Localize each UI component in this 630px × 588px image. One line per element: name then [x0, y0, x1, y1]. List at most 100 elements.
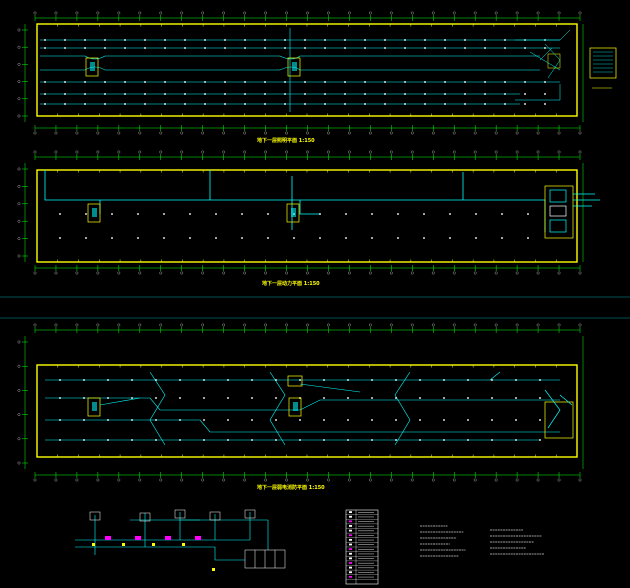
grid-bubble [180, 150, 184, 154]
grid-bubble [306, 271, 309, 275]
grid-bubble [306, 131, 309, 135]
device-symbol [85, 213, 87, 215]
device-symbol [144, 103, 146, 105]
grid-bubble [180, 271, 184, 275]
grid-bubble [17, 237, 21, 240]
grid-bubble [473, 271, 477, 275]
device-symbol [131, 439, 133, 441]
plan-3-panel-mid [287, 375, 303, 387]
device-symbol [83, 379, 85, 381]
grid-bubble [17, 202, 21, 206]
device-symbol [524, 103, 526, 105]
device-symbol [443, 439, 445, 441]
legend-symbol [349, 557, 352, 560]
device-symbol [137, 237, 139, 239]
device-symbol [444, 81, 446, 83]
device-symbol [179, 439, 181, 441]
plan-2-caption: 地下一层动力平面 1:150 [262, 280, 320, 287]
device-symbol [44, 47, 46, 49]
device-symbol [299, 439, 301, 441]
device-symbol [83, 419, 85, 421]
device-symbol [475, 237, 477, 239]
device-symbol [319, 237, 321, 239]
device-symbol [299, 379, 301, 381]
plan-1-dimension-grid [17, 11, 584, 135]
grid-bubble [452, 11, 456, 15]
device-symbol [44, 103, 46, 105]
device-symbol [384, 103, 386, 105]
device-symbol [204, 47, 206, 49]
device-symbol [404, 93, 406, 95]
grid-bubble [431, 323, 435, 327]
grid-bubble [536, 150, 540, 154]
device-symbol [131, 397, 133, 399]
device-symbol [467, 419, 469, 421]
device-symbol [84, 81, 86, 83]
plan-3-caption: 地下一层弱电消防平面 1:150 [257, 484, 325, 491]
device-symbol [184, 39, 186, 41]
device-symbol [84, 47, 86, 49]
device-symbol [244, 39, 246, 41]
device-symbol [264, 81, 266, 83]
device-symbol [284, 47, 286, 49]
device-symbol [244, 47, 246, 49]
grid-bubble [33, 11, 37, 15]
device-symbol [144, 93, 146, 95]
grid-bubble [117, 271, 121, 275]
device-symbol [155, 379, 157, 381]
grid-bubble [54, 478, 58, 482]
grid-bubble [410, 131, 414, 135]
device-symbol [215, 213, 217, 215]
grid-bubble [264, 11, 267, 15]
plan-3-outer-wall [36, 364, 578, 458]
plan-3-shaft-mid [288, 397, 302, 417]
grid-bubble [557, 323, 561, 327]
grid-bubble [138, 323, 142, 327]
grid-bubble [264, 131, 267, 135]
device-symbol [419, 379, 421, 381]
grid-bubble [138, 150, 142, 154]
device-symbol [544, 47, 546, 49]
device-symbol [137, 213, 139, 215]
grid-bubble [369, 150, 372, 154]
grid-bubble [117, 150, 121, 154]
grid-bubble [557, 11, 561, 15]
plan-2-shaft-mid-core [291, 208, 296, 217]
grid-bubble [348, 323, 351, 327]
plan-1-right-stair [515, 29, 571, 101]
device-symbol [424, 93, 426, 95]
device-symbol [344, 93, 346, 95]
device-symbol [164, 93, 166, 95]
device-symbol [371, 419, 373, 421]
grid-bubble [17, 167, 21, 171]
device-symbol [264, 39, 266, 41]
grid-bubble [473, 131, 477, 135]
device-symbol [244, 93, 246, 95]
legend-symbol [349, 543, 352, 546]
grid-bubble [536, 131, 540, 135]
device-symbol [347, 419, 349, 421]
device-symbol [155, 419, 157, 421]
plan-2-dimension-grid [17, 150, 584, 275]
grid-bubble [369, 131, 372, 135]
device-symbol [395, 439, 397, 441]
device-symbol [504, 81, 506, 83]
device-symbol [515, 439, 517, 441]
grid-bubble [201, 131, 205, 135]
grid-bubble [285, 323, 288, 327]
device-symbol [544, 103, 546, 105]
grid-bubble [17, 28, 21, 32]
grid-bubble [557, 131, 561, 135]
device-symbol [504, 103, 506, 105]
device-symbol [323, 419, 325, 421]
device-symbol [404, 47, 406, 49]
grid-bubble [75, 131, 79, 135]
device-symbol [164, 81, 166, 83]
device-symbol [59, 419, 61, 421]
grid-bubble [494, 131, 498, 135]
device-symbol [224, 103, 226, 105]
plan-1-caption: 地下一层照明平面 1:150 [257, 137, 315, 144]
device-symbol [345, 237, 347, 239]
device-symbol [124, 103, 126, 105]
device-symbol [344, 47, 346, 49]
